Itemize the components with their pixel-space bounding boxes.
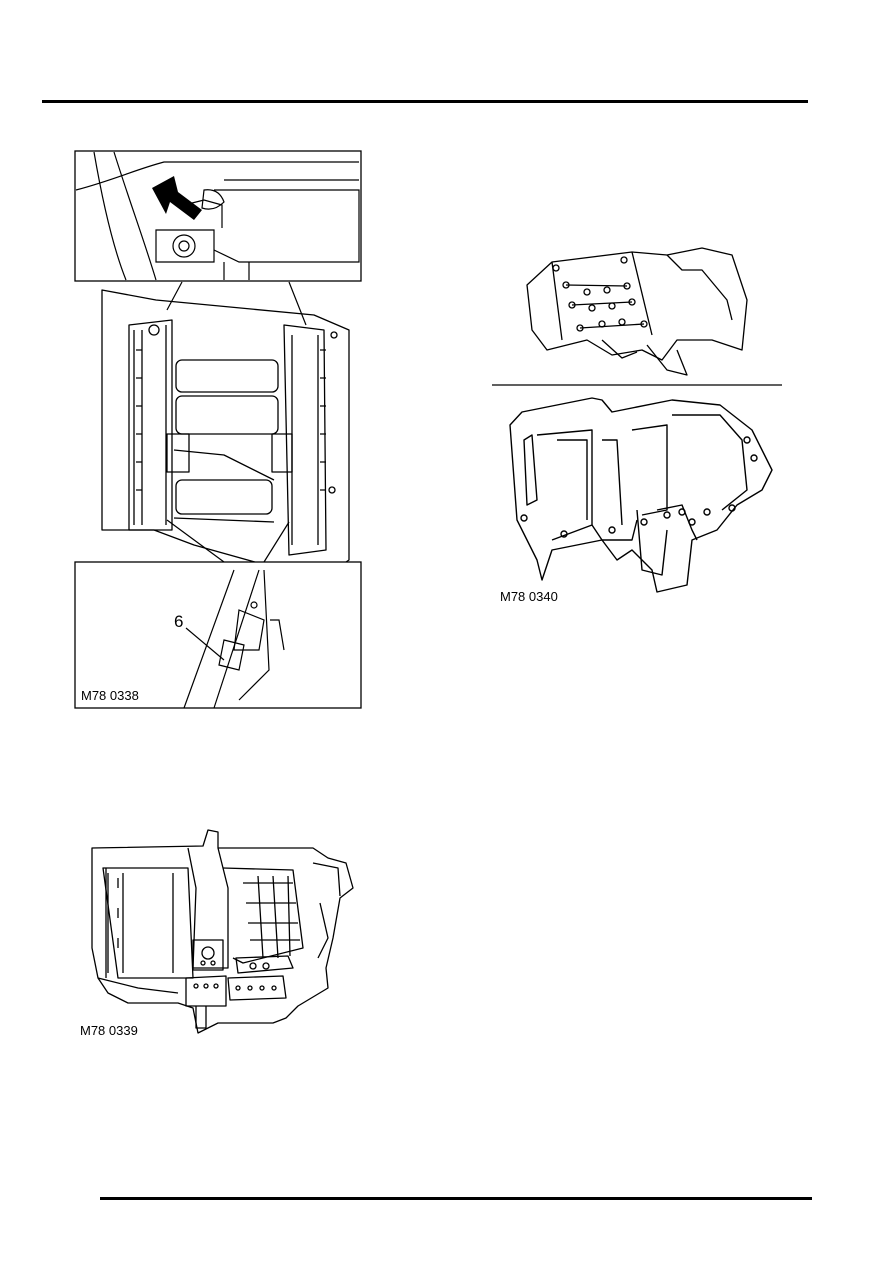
figure-m78-0340: M78 0340 <box>492 240 782 610</box>
heater-rear-illustration <box>91 829 354 1034</box>
callout-6: 6 <box>174 612 184 631</box>
figure-m78-0338: 6 M78 0338 <box>74 150 362 710</box>
figure-caption-m78-0340: M78 0340 <box>498 589 560 604</box>
figure-caption-m78-0338: M78 0338 <box>79 688 141 703</box>
footer-rule <box>100 1197 812 1200</box>
header-rule <box>42 100 808 103</box>
heater-casing-illustration <box>492 247 782 593</box>
figure-m78-0339: M78 0339 <box>78 828 360 1040</box>
heater-assembly-illustration <box>74 150 362 709</box>
figure-caption-m78-0339: M78 0339 <box>78 1023 140 1038</box>
arrow-icon <box>152 176 202 220</box>
